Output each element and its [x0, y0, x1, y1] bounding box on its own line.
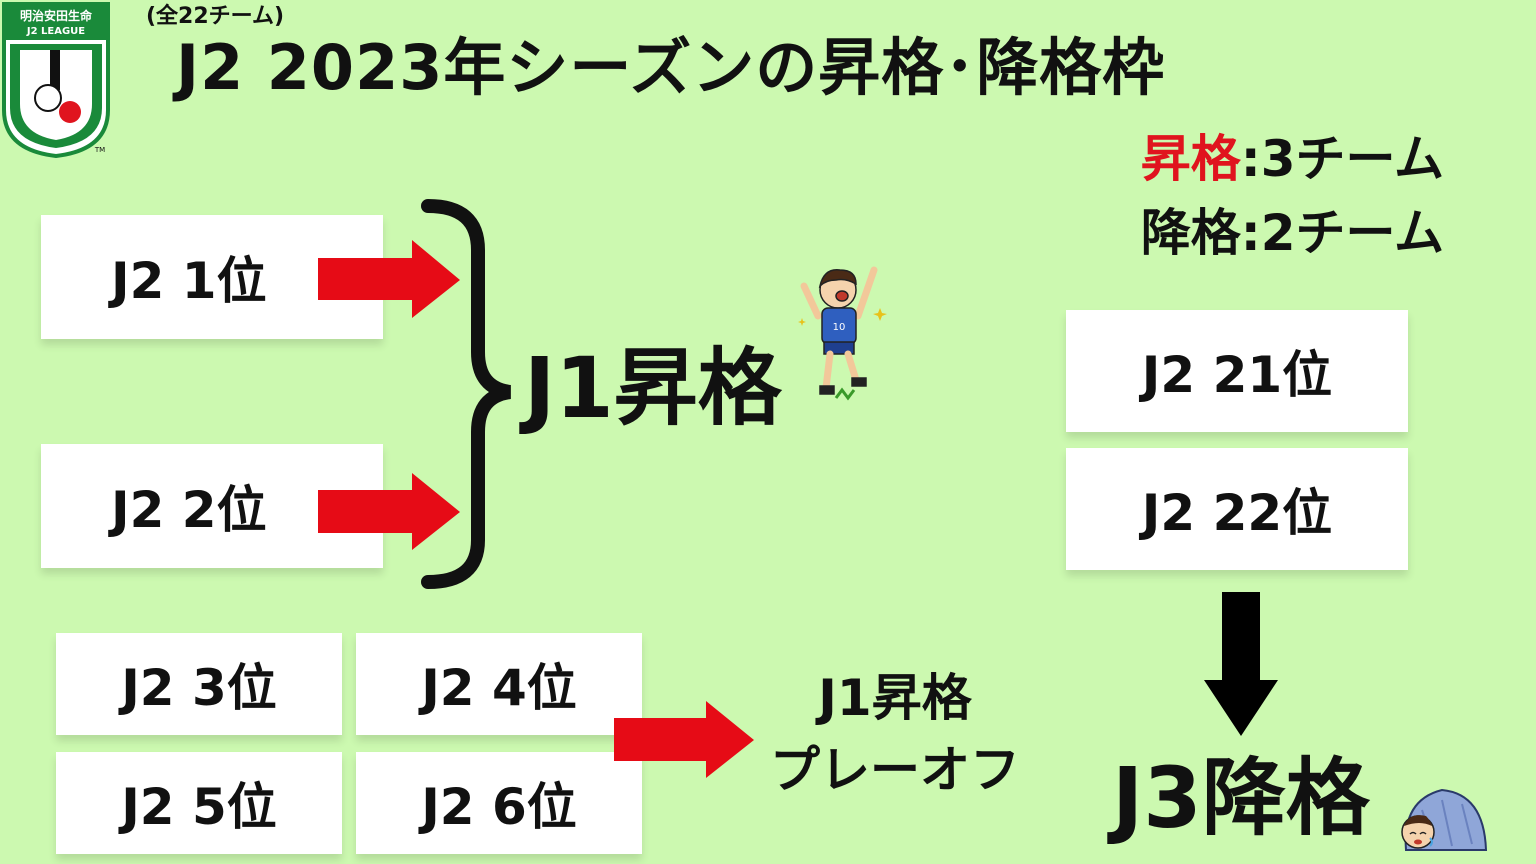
- rank-label: J2 22位: [1141, 484, 1333, 542]
- relegation-count: :2チーム: [1240, 204, 1444, 262]
- promotion-summary: 昇格:3チーム: [1141, 122, 1444, 196]
- rank-box-6: J2 6位: [356, 752, 642, 854]
- rank-box-1: J2 1位: [41, 215, 383, 339]
- playoff-line-1: J1昇格: [818, 669, 972, 727]
- promotion-count: :3チーム: [1240, 130, 1444, 188]
- rank-label: J2 21位: [1141, 346, 1333, 404]
- relegation-label: 降格: [1140, 204, 1241, 262]
- rank-label: J2 1位: [111, 252, 267, 310]
- summary-panel: 昇格:3チーム 降格:2チーム: [1141, 122, 1444, 270]
- svg-text:10: 10: [833, 322, 846, 333]
- promotion-label: 昇格: [1140, 130, 1241, 188]
- playoff-label: J1昇格 プレーオフ: [740, 662, 1050, 806]
- j3-relegation-label: J3降格: [1112, 749, 1370, 847]
- rank-label: J2 2位: [111, 481, 267, 539]
- logo-tm-text: TM: [94, 146, 105, 154]
- rank-label: J2 5位: [121, 778, 277, 836]
- rank-box-3: J2 3位: [56, 633, 342, 735]
- rank-label: J2 4位: [421, 659, 577, 717]
- rank-box-2: J2 2位: [41, 444, 383, 568]
- celebrating-player-icon: 10: [798, 266, 887, 401]
- page-title: J2 2023年シーズンの昇格･降格枠: [176, 31, 1166, 104]
- j1-promotion-label: J1昇格: [524, 339, 782, 437]
- playoff-line-2: プレーオフ: [770, 741, 1020, 799]
- rank-box-5: J2 5位: [56, 752, 342, 854]
- sleeping-person-icon: [1401, 788, 1488, 851]
- logo-league-text: J2 LEAGUE: [26, 26, 85, 37]
- rank-label: J2 3位: [121, 659, 277, 717]
- j-league-logo: 明治安田生命 J2 LEAGUE TM: [2, 2, 110, 158]
- black-arrow-down-icon: [1204, 592, 1278, 736]
- relegation-summary: 降格:2チーム: [1141, 196, 1444, 270]
- curly-brace-icon: [421, 199, 512, 589]
- rank-box-22: J2 22位: [1066, 448, 1408, 570]
- logo-sponsor-text: 明治安田生命: [20, 8, 93, 23]
- rank-label: J2 6位: [421, 778, 577, 836]
- subtitle: (全22チーム): [146, 4, 285, 29]
- rank-box-4: J2 4位: [356, 633, 642, 735]
- rank-box-21: J2 21位: [1066, 310, 1408, 432]
